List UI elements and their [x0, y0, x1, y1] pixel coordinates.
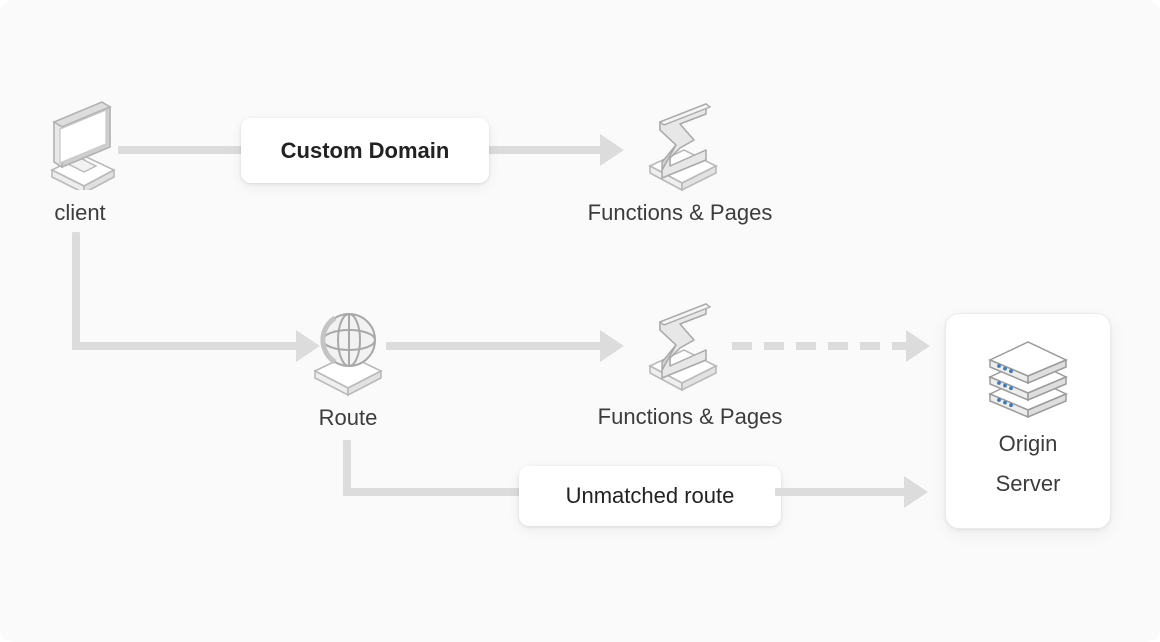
monitor-isometric-icon — [44, 100, 120, 195]
edge-unmatched-to-origin — [775, 488, 907, 496]
origin-server-card: Origin Server — [945, 313, 1111, 529]
origin-server-label-line1: Origin — [998, 431, 1058, 456]
arrowhead-to-functions-bottom — [600, 330, 624, 362]
edge-custom-domain-to-functions — [482, 146, 604, 154]
edge-client-branch-vertical — [72, 232, 80, 350]
edge-route-to-functions — [386, 342, 604, 350]
caption-route: Route — [318, 405, 378, 430]
arrowhead-to-route — [296, 330, 320, 362]
sigma-isometric-icon-bottom — [636, 300, 724, 392]
caption-functions-top: Functions & Pages — [587, 200, 773, 225]
caption-functions-bottom: Functions & Pages — [597, 404, 783, 429]
label-custom-domain: Custom Domain — [241, 118, 489, 183]
label-unmatched-route-text: Unmatched route — [565, 483, 735, 508]
label-unmatched-route: Unmatched route — [519, 466, 781, 526]
origin-server-label-line2: Server — [995, 471, 1061, 496]
server-stack-icon — [982, 338, 1074, 419]
edge-route-branch-vertical — [343, 440, 351, 496]
globe-isometric-icon — [305, 305, 391, 397]
sigma-isometric-icon-top — [636, 100, 724, 192]
edge-client-branch-to-route — [72, 342, 302, 350]
edge-route-branch-to-unmatched — [343, 488, 529, 496]
arrowhead-to-origin-dashed — [906, 330, 930, 362]
label-custom-domain-text: Custom Domain — [280, 137, 450, 163]
arrowhead-to-functions-top — [600, 134, 624, 166]
arrowhead-to-origin-solid — [904, 476, 928, 508]
edge-client-to-custom-domain — [118, 146, 248, 154]
edge-functions-to-origin-dashed — [732, 342, 912, 350]
caption-client: client — [54, 200, 106, 225]
